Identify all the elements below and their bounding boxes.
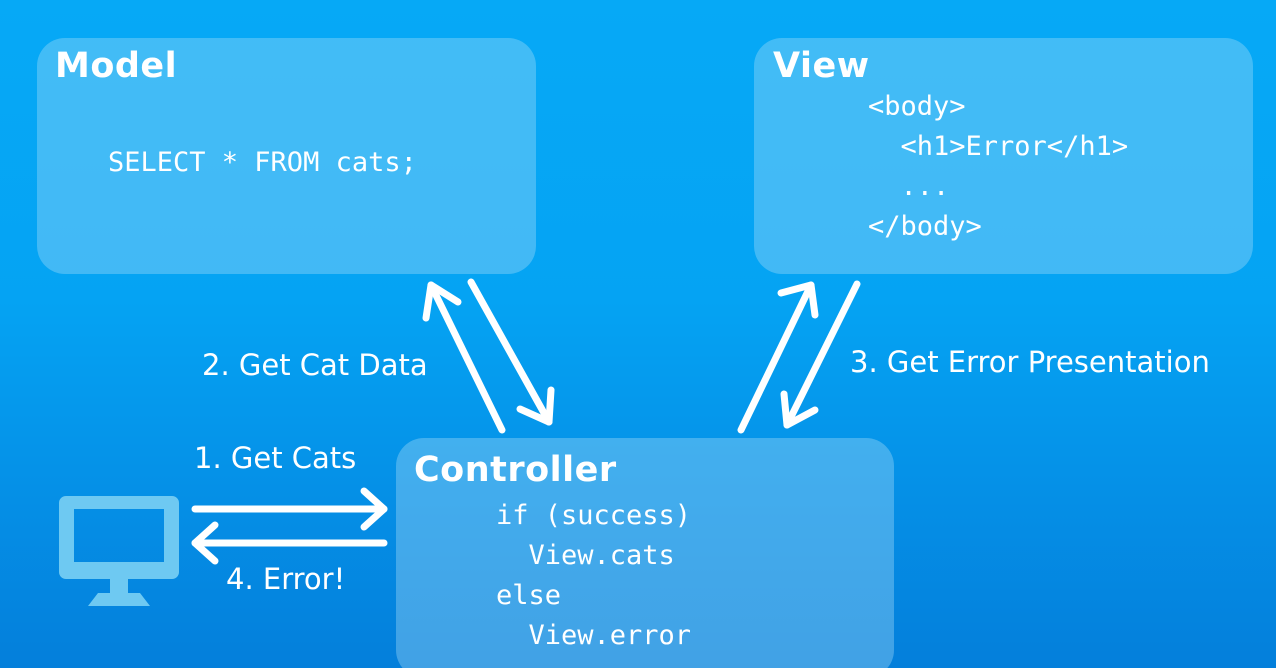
model-box (37, 38, 536, 274)
label-get-cats: 1. Get Cats (194, 441, 357, 475)
arrow-controller-to-view (737, 281, 819, 434)
arrow-view-to-controller (780, 280, 861, 429)
view-code-line: <body> (868, 91, 966, 122)
label-get-error-presentation: 3. Get Error Presentation (850, 345, 1210, 379)
view-box (754, 38, 1253, 274)
label-get-cat-data: 2. Get Cat Data (202, 348, 428, 382)
controller-code: if (success) View.cats else View.error (496, 496, 691, 656)
controller-code-line: View.cats (496, 540, 675, 571)
controller-code-line: if (success) (496, 500, 692, 531)
arrow-model-to-controller (467, 278, 555, 426)
arrow-controller-to-model (422, 281, 506, 434)
model-title: Model (55, 46, 178, 86)
view-code-line: ... (868, 171, 950, 202)
view-html-code: <body> <h1>Error</h1> ... </body> (868, 87, 1128, 247)
view-code-line: <h1>Error</h1> (868, 131, 1129, 162)
controller-code-line: else (496, 580, 562, 611)
controller-box (396, 438, 894, 668)
controller-title: Controller (414, 450, 617, 490)
model-sql-query: SELECT * FROM cats; (108, 147, 417, 178)
view-title: View (773, 46, 870, 86)
arrow-client-to-controller (191, 487, 388, 531)
view-code-line: </body> (868, 211, 982, 242)
label-error: 4. Error! (226, 562, 346, 596)
arrow-controller-to-client (191, 521, 388, 565)
computer-monitor-icon (59, 496, 179, 606)
controller-code-line: View.error (496, 620, 692, 651)
